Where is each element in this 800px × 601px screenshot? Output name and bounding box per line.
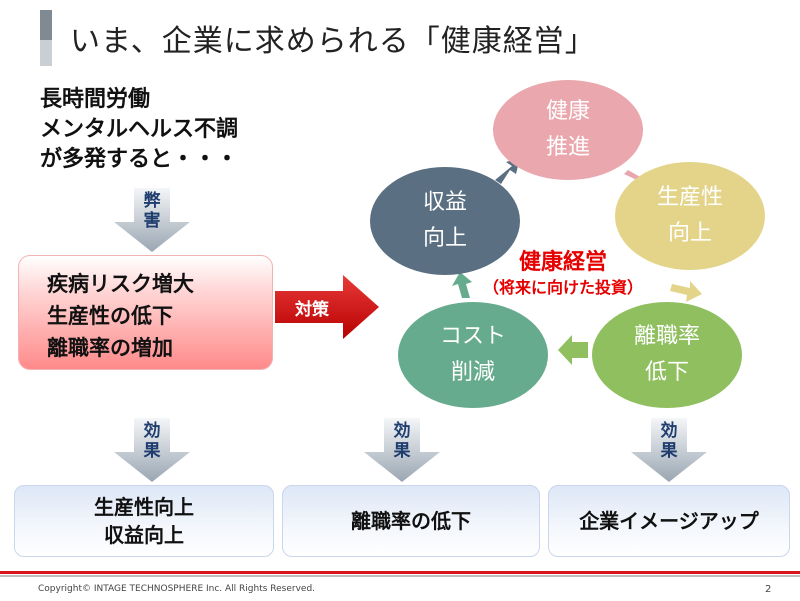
copyright-text: Copyright© INTAGE TECHNOSPHERE Inc. All … bbox=[38, 584, 316, 594]
arrow-cost-to-shueki bbox=[452, 272, 472, 298]
problem-line-2: 生産性の低下 bbox=[47, 304, 173, 328]
effect-arrow-label: 効果 bbox=[393, 421, 411, 461]
effect-arrow-3: 効果 bbox=[629, 418, 709, 482]
problem-line-3: 離職率の増加 bbox=[47, 336, 173, 360]
result-box-3: 企業イメージアップ bbox=[548, 485, 790, 557]
down-arrow-shape bbox=[114, 188, 190, 252]
result-2-line-1: 離職率の低下 bbox=[351, 509, 471, 533]
harm-arrow: 弊害 bbox=[112, 188, 192, 252]
right-arrow-shape bbox=[275, 275, 379, 339]
page-number: 2 bbox=[765, 584, 772, 595]
cycle-node-rishoku: 離職率低下 bbox=[592, 302, 742, 408]
effect-arrow-2: 効果 bbox=[362, 418, 442, 482]
footer-gray-rule bbox=[0, 575, 800, 577]
cycle-node-cost: コスト削減 bbox=[398, 302, 548, 408]
measure-arrow-label: 対策 bbox=[295, 300, 329, 320]
effect-arrow-1: 効果 bbox=[112, 418, 192, 482]
footer-red-rule bbox=[0, 571, 800, 574]
measure-arrow: 対策 bbox=[275, 275, 380, 339]
result-1-line-2: 収益向上 bbox=[104, 523, 184, 547]
cycle-node-seisan: 生産性向上 bbox=[615, 162, 765, 270]
cycle-node-shueki: 収益向上 bbox=[370, 167, 520, 275]
title-accent-bar-light bbox=[40, 40, 52, 66]
result-1-line-1: 生産性向上 bbox=[94, 495, 194, 519]
cycle-center-label: 健康経営 （将来に向けた投資） bbox=[468, 250, 658, 300]
result-box-1: 生産性向上 収益向上 bbox=[14, 485, 274, 557]
problem-box: 疾病リスク増大 生産性の低下 離職率の増加 bbox=[18, 255, 273, 370]
cycle-center-sub: （将来に向けた投資） bbox=[482, 278, 643, 297]
problem-line-1: 疾病リスク増大 bbox=[47, 272, 194, 296]
harm-arrow-label: 弊害 bbox=[143, 191, 161, 231]
effect-arrow-label: 効果 bbox=[660, 421, 678, 461]
cycle-node-kenko: 健康推進 bbox=[493, 80, 643, 180]
page-title: いま、企業に求められる「健康経営」 bbox=[70, 24, 596, 59]
lead-text: 長時間労働 メンタルヘルス不調 が多発すると・・・ bbox=[40, 85, 238, 175]
arrow-seisan-to-rishoku bbox=[670, 281, 702, 302]
result-box-2: 離職率の低下 bbox=[282, 485, 540, 557]
cycle-center-main: 健康経営 bbox=[518, 250, 607, 275]
effect-arrow-label: 効果 bbox=[143, 421, 161, 461]
lead-line-1: 長時間労働 bbox=[40, 87, 151, 112]
title-accent-bar bbox=[40, 10, 52, 40]
arrow-rishoku-to-cost bbox=[558, 335, 588, 365]
result-3-line-1: 企業イメージアップ bbox=[579, 509, 759, 533]
lead-line-3: が多発すると・・・ bbox=[40, 147, 239, 172]
lead-line-2: メンタルヘルス不調 bbox=[40, 117, 239, 142]
